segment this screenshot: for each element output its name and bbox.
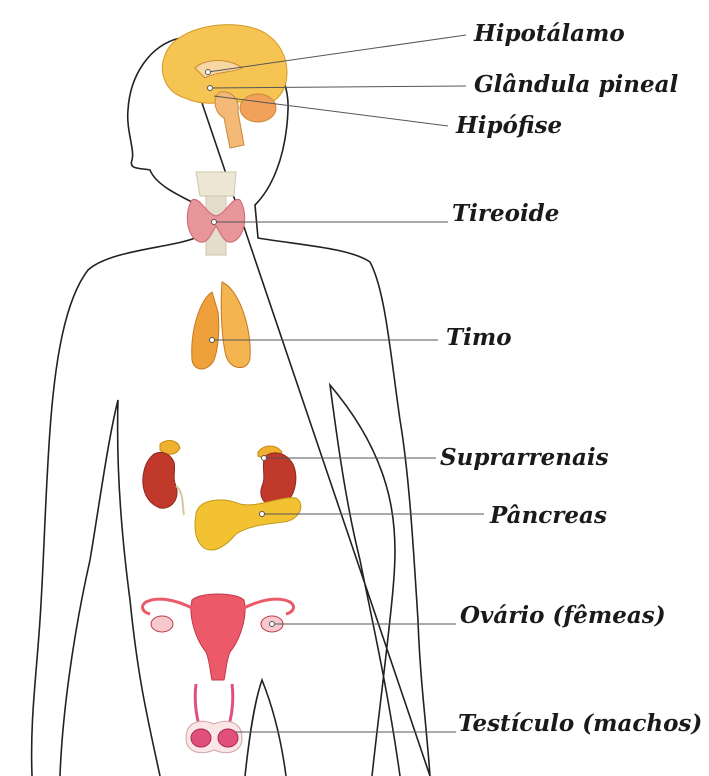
label-hipotalamo: Hipotálamo [474,20,625,47]
leader-pineal [209,85,467,89]
kidney-left [142,452,178,509]
uterus [190,593,246,681]
label-pancreas: Pâncreas [490,502,607,529]
larynx [195,171,237,197]
thymus-gland-right [220,281,251,368]
thymus-gland [191,291,220,370]
label-timo: Timo [446,324,512,351]
dot-pineal [207,85,213,91]
fallopian-tube-left [141,597,193,616]
ovary-left [150,615,174,633]
dot-tireoide [211,219,217,225]
pancreas-gland [194,497,302,551]
dot-hipotalamo [205,69,211,75]
leader-hipotalamo [207,34,467,73]
cerebellum [239,93,277,123]
dot-pancreas [259,511,265,517]
label-hipofise: Hipófise [456,112,563,139]
label-glandula-pineal: Glândula pineal [474,71,679,98]
leader-hipofise [213,95,449,127]
label-suprarrenais: Suprarrenais [440,444,609,471]
label-testiculo: Testículo (machos) [458,710,703,737]
label-ovario: Ovário (fêmeas) [460,602,666,629]
label-tireoide: Tireoide [452,200,560,227]
brainstem [214,91,245,149]
ureter-left [175,485,185,516]
testis-left [190,728,212,748]
dot-ovario [269,621,275,627]
body-outline [30,28,431,776]
testis-right [217,728,239,748]
dot-suprarrenais [261,455,267,461]
fallopian-tube-right [243,597,295,616]
dot-timo [209,337,215,343]
